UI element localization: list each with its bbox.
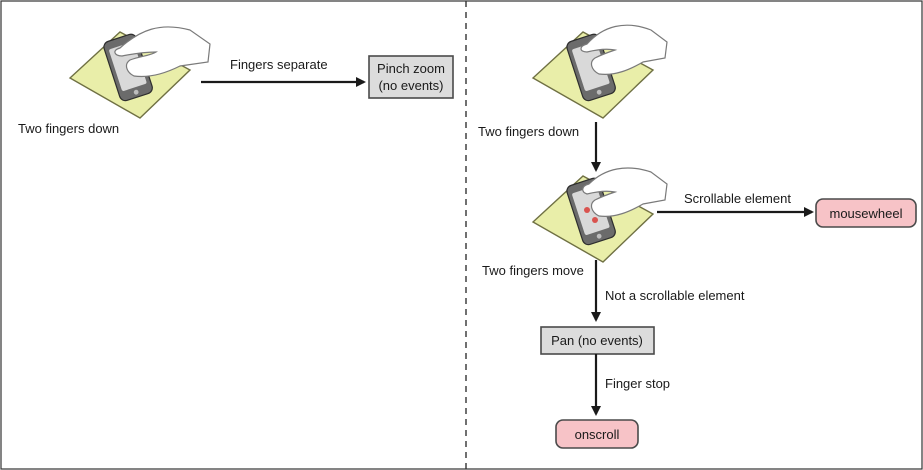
right-touch-illustration-top (532, 24, 668, 119)
hand-on-phone-icon (582, 167, 668, 223)
right-two-fingers-down-label: Two fingers down (478, 124, 579, 139)
pinch-zoom-line-2: (no events) (378, 78, 443, 93)
scrollable-element-label: Scrollable element (684, 191, 791, 206)
left-touch-illustration (69, 26, 211, 119)
left-two-fingers-down-label: Two fingers down (18, 121, 119, 136)
two-finger-touch-icon (580, 24, 668, 75)
pan-label: Pan (no events) (551, 333, 643, 348)
finger-stop-label: Finger stop (605, 376, 670, 391)
not-scrollable-label: Not a scrollable element (605, 288, 745, 303)
mousewheel-event-box: mousewheel (815, 198, 917, 228)
onscroll-event-box: onscroll (555, 419, 639, 449)
pinch-zoom-box: Pinch zoom (no events) (368, 55, 454, 99)
pan-box: Pan (no events) (540, 326, 655, 355)
two-fingers-move-label: Two fingers move (482, 263, 584, 278)
fingers-separate-label: Fingers separate (230, 57, 328, 72)
mousewheel-label: mousewheel (830, 206, 903, 221)
hand-on-phone-icon (114, 26, 211, 78)
right-touch-illustration-move (532, 167, 668, 263)
pinch-zoom-line-1: Pinch zoom (377, 61, 445, 76)
onscroll-label: onscroll (575, 427, 620, 442)
